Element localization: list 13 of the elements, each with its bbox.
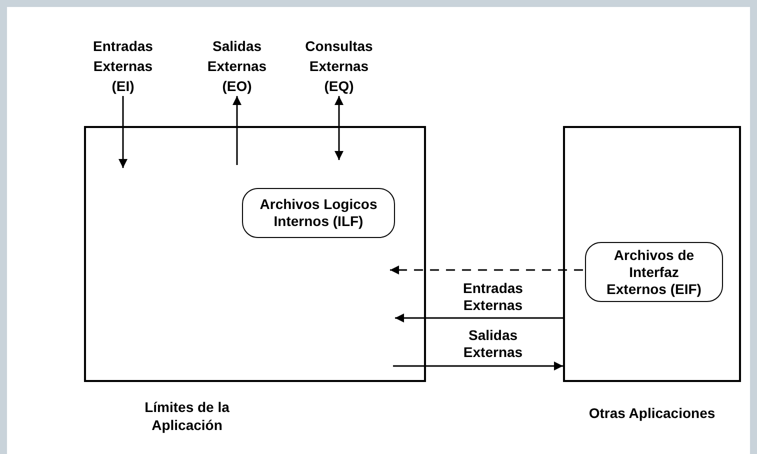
arrow (393, 362, 563, 370)
file-box: Archivos Logicos Internos (ILF) (242, 188, 395, 238)
text-label: Entradas Externas (EI) (83, 36, 163, 96)
arrow (334, 96, 344, 160)
dashed-arrow (390, 266, 583, 274)
arrow (232, 96, 242, 165)
arrow (395, 314, 563, 322)
boundary-label: Otras Aplicaciones (588, 404, 716, 422)
arrow (118, 96, 128, 168)
file-box: Archivos de Interfaz Externos (EIF) (585, 242, 723, 302)
text-label: Consultas Externas (EQ) (299, 36, 379, 96)
boundary-label: Límites de la Aplicación (144, 398, 230, 434)
text-label: Salidas Externas (EO) (197, 36, 277, 96)
